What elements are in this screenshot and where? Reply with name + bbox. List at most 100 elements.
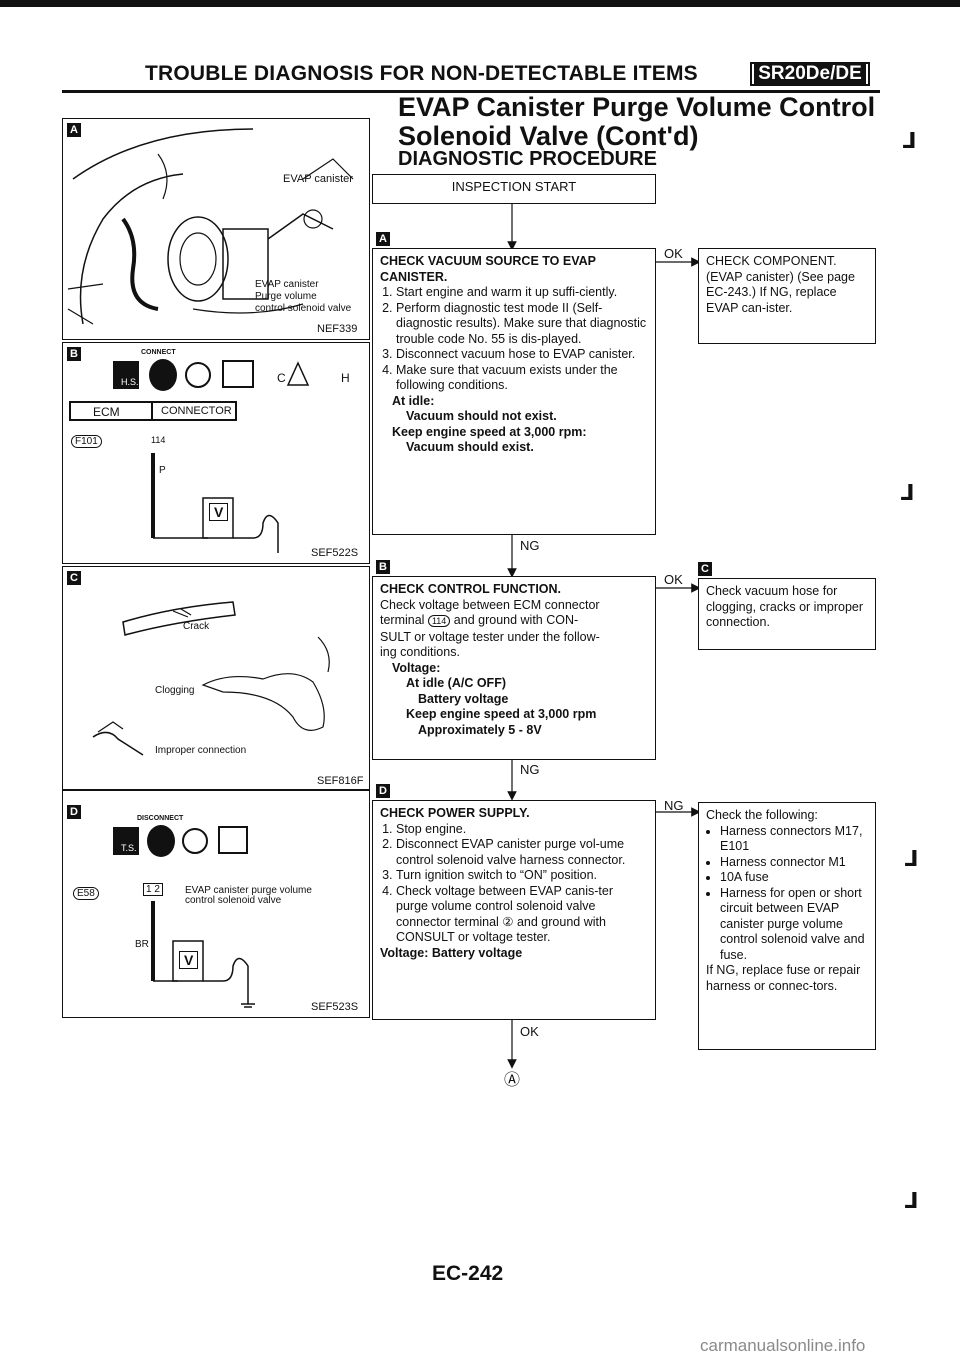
vacuum-hose-illustration — [92, 601, 330, 756]
step1-ok-text: CHECK COMPONENT. (EVAP canister) (See pa… — [706, 254, 855, 315]
step1-title-1: CHECK VACUUM SOURCE TO EVAP — [380, 254, 596, 268]
step1-cond1: At idle: — [392, 393, 435, 408]
margin-check-mark: ⅃ — [900, 480, 915, 505]
step2-ok-letter: C — [698, 562, 712, 576]
conn-id-e58: E58 — [73, 887, 99, 900]
step3-ng-list: Harness connectors M17, E101 Harness con… — [706, 824, 868, 964]
figure-c-letter: C — [67, 571, 81, 585]
connect-label: CONNECT — [141, 349, 176, 356]
label-evap-canister: EVAP canister — [283, 173, 353, 185]
step1-ok-box: CHECK COMPONENT. (EVAP canister) (See pa… — [698, 248, 876, 344]
step2-letter: B — [376, 560, 390, 574]
figure-d-letter: D — [67, 805, 81, 819]
margin-check-mark: ⅃ — [902, 128, 917, 153]
continue-marker-a: Ⓐ — [504, 1072, 521, 1089]
step3-item: Turn ignition switch to “ON” position. — [396, 868, 648, 884]
figure-c: C Crack Clogging Improper connection SEF… — [62, 566, 370, 790]
step2-text-3: SULT or voltage tester under the follow- — [380, 629, 600, 644]
step2-ok-label: OK — [664, 572, 683, 587]
step3-ng-item: 10A fuse — [720, 870, 868, 886]
disconnect-label: DISCONNECT — [137, 815, 184, 822]
watermark: carmanualsonline.info — [700, 1336, 866, 1355]
mark-h: H — [341, 371, 350, 385]
step2-cond1: At idle (A/C OFF) — [406, 676, 506, 690]
step2-text-1: Check voltage between ECM connector — [380, 597, 600, 612]
figure-a-code: NEF339 — [317, 323, 358, 335]
step3-ng-box: Check the following: Harness connectors … — [698, 802, 876, 1050]
step1-cond1-value: Vacuum should not exist. — [406, 409, 557, 423]
step1-title-2: CANISTER. — [380, 269, 448, 284]
page-number: EC-242 — [432, 1262, 504, 1285]
step2-ok-text: Check vacuum hose for clogging, cracks o… — [706, 584, 864, 629]
engine-badge-text: SR20De/DE — [754, 64, 866, 84]
header-rule — [62, 90, 880, 93]
step1-cond2-value: Vacuum should exist. — [406, 440, 534, 454]
connector-divider — [151, 401, 153, 421]
voltmeter-diagram-d — [151, 901, 255, 1008]
label-valve-3: control solenoid valve — [255, 303, 352, 314]
step3-item: Disconnect EVAP canister purge vol-ume c… — [396, 837, 648, 868]
ecm-connector-box: ECM CONNECTOR — [69, 401, 237, 421]
step3-ng-label: NG — [664, 798, 684, 813]
step2-cond2: Keep engine speed at 3,000 rpm — [406, 707, 597, 721]
engine-bay-illustration — [67, 128, 354, 325]
step2-terminal: 114 — [427, 615, 451, 627]
label-valve-2: Purge volume — [255, 291, 317, 302]
step2-cond1-value: Battery voltage — [418, 691, 509, 706]
step3-title: CHECK POWER SUPPLY. — [380, 806, 530, 820]
svg-text:H.S.: H.S. — [121, 377, 139, 387]
step1-box: CHECK VACUUM SOURCE TO EVAP CANISTER. St… — [372, 248, 656, 535]
terminals-1-2: 1 2 — [143, 883, 163, 896]
step3-box: CHECK POWER SUPPLY. Stop engine. Disconn… — [372, 800, 656, 1020]
figure-b-code: SEF522S — [311, 547, 359, 559]
svg-text:T.S.: T.S. — [121, 843, 137, 853]
label-valve-1: EVAP canister — [255, 279, 319, 290]
step1-ng-label: NG — [520, 538, 540, 553]
step1-list: Start engine and warm it up suffi-cientl… — [380, 285, 648, 394]
step3-item: Check voltage between EVAP canis-ter pur… — [396, 884, 648, 946]
conn-id-f101: F101 — [71, 435, 102, 448]
figure-b-letter: B — [67, 347, 81, 361]
engine-badge: SR20De/DE — [750, 62, 870, 86]
step2-ng-label: NG — [520, 762, 540, 777]
step2-title: CHECK CONTROL FUNCTION. — [380, 582, 562, 596]
step1-ok-label: OK — [664, 246, 683, 261]
wire-br: BR — [135, 939, 149, 950]
figure-a-letter: A — [67, 123, 81, 137]
step3-item: Stop engine. — [396, 822, 648, 838]
voltmeter-diagram — [151, 453, 279, 553]
label-crack: Crack — [183, 621, 210, 632]
meter-v-d: V — [179, 951, 199, 969]
step3-letter: D — [376, 784, 390, 798]
figure-d: D DISCONNECT T.S. E58 1 2 EVAP canister … — [62, 790, 370, 1018]
inspection-start-label: INSPECTION START — [451, 179, 577, 194]
step3-ng-item: Harness connectors M17, E101 — [720, 824, 868, 855]
section-title-line1: EVAP Canister Purge Volume Control — [398, 92, 876, 122]
step3-ok-label: OK — [520, 1024, 539, 1039]
top-border — [0, 0, 960, 7]
step1-letter: A — [376, 232, 390, 246]
terminal-114: 114 — [151, 435, 166, 445]
page-header: TROUBLE DIAGNOSIS FOR NON-DETECTABLE ITE… — [145, 62, 698, 85]
step3-ng-item: Harness connector M1 — [720, 855, 868, 871]
mark-c: C — [277, 371, 286, 385]
step3-ng-item: Harness for open or short circuit betwee… — [720, 886, 868, 964]
step1-cond2: Keep engine speed at 3,000 rpm: — [392, 424, 587, 439]
step1-item: Perform diagnostic test mode II (Self-di… — [396, 301, 648, 348]
label-clogging: Clogging — [155, 685, 195, 696]
step3-ng-tail: If NG, replace fuse or repair harness or… — [706, 963, 861, 993]
step2-voltage: Voltage: — [392, 660, 441, 675]
step2-box: CHECK CONTROL FUNCTION. Check voltage be… — [372, 576, 656, 760]
section-title-line2: Solenoid Valve (Cont'd) — [398, 121, 699, 151]
valve-label-1: EVAP canister purge volume — [185, 885, 312, 896]
ecm-label: ECM — [93, 405, 120, 419]
step1-item: Start engine and warm it up suffi-cientl… — [396, 285, 648, 301]
label-improper-connection: Improper connection — [155, 745, 247, 756]
step2-text-4: ing conditions. — [380, 645, 460, 659]
figure-b: B CONNECT H.S. C H ECM CONNECTOR F101 11… — [62, 342, 370, 564]
step1-item: Make sure that vacuum exists under the f… — [396, 363, 648, 394]
step1-item: Disconnect vacuum hose to EVAP canister. — [396, 347, 648, 363]
wire-p: P — [159, 465, 166, 476]
step2-text-2b: and ground with CON- — [453, 613, 579, 627]
connector-label: CONNECTOR — [161, 405, 232, 417]
